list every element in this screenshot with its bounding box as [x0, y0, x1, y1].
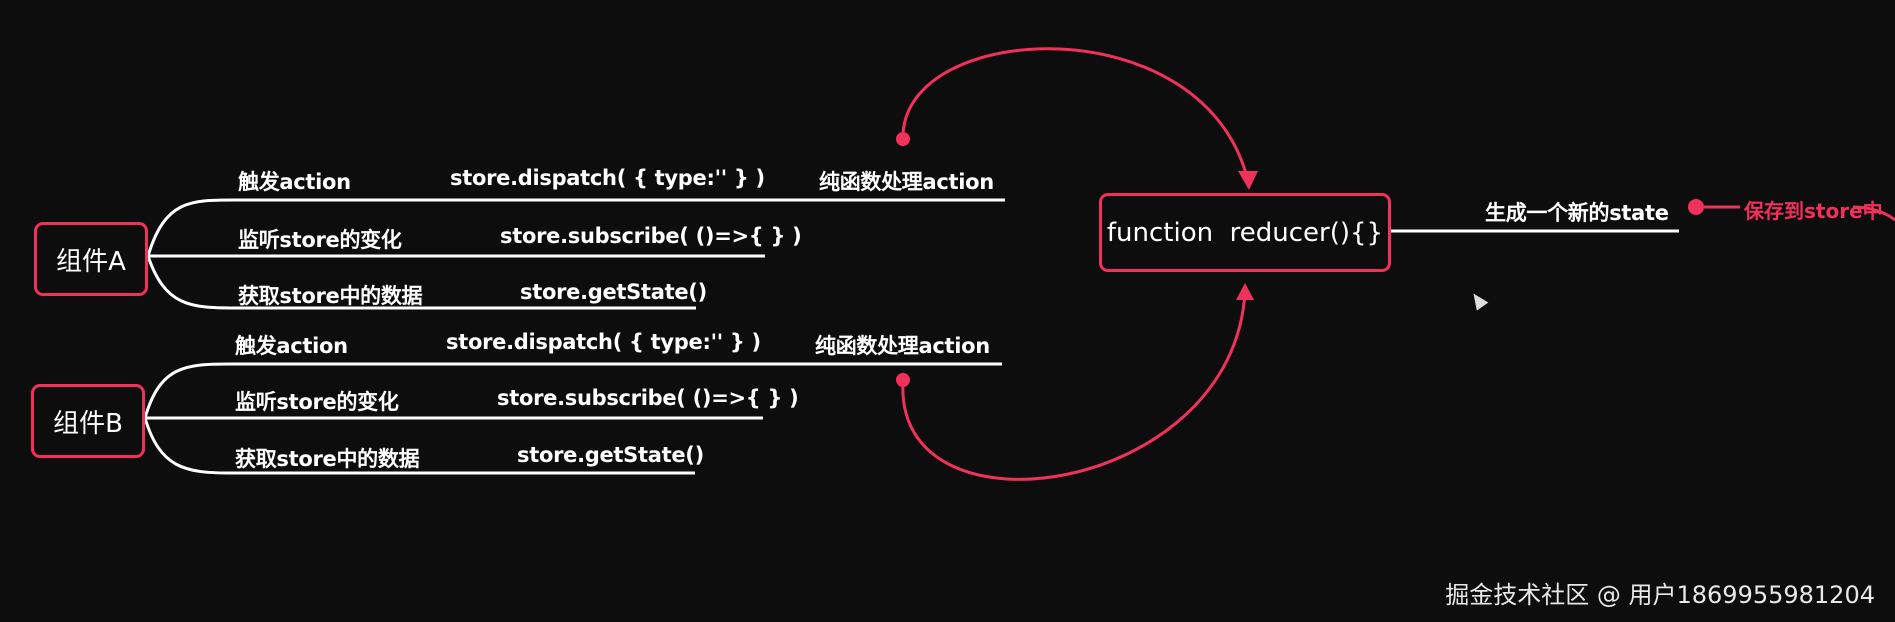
bracket-a	[146, 198, 1005, 310]
curve-top	[901, 47, 1250, 182]
component-a-row3-code: store.getState()	[520, 280, 707, 304]
component-b-label: 组件B	[53, 408, 123, 439]
component-b-row1-code: store.dispatch( { type:'' } )	[446, 330, 761, 354]
bracket-b	[143, 362, 1002, 475]
curve-bottom-dot	[896, 373, 910, 387]
save-label: 保存到store中	[1744, 199, 1883, 223]
component-b-row1-label: 触发action	[235, 334, 348, 358]
curve-top-arrow	[1238, 171, 1258, 190]
curve-bottom	[901, 290, 1247, 481]
watermark: 掘金技术社区 @ 用户1869955981204	[1445, 581, 1875, 609]
component-a-row1-label: 触发action	[238, 170, 351, 194]
curve-bottom-arrow	[1236, 283, 1254, 300]
component-a-box: 组件A	[34, 222, 148, 296]
component-b-row3-code: store.getState()	[517, 443, 704, 467]
component-a-row3-label: 获取store中的数据	[238, 284, 423, 308]
component-b-row1-extra: 纯函数处理action	[815, 334, 990, 358]
save-dot	[1688, 199, 1704, 215]
component-b-row2-code: store.subscribe( ()=>{ } )	[497, 386, 799, 410]
component-b-row2-label: 监听store的变化	[235, 390, 399, 414]
component-a-row2-code: store.subscribe( ()=>{ } )	[500, 224, 802, 248]
reducer-box: function reducer(){}	[1099, 193, 1391, 272]
component-b-row3-label: 获取store中的数据	[235, 447, 420, 471]
component-a-label: 组件A	[56, 246, 126, 277]
component-a-row2-label: 监听store的变化	[238, 228, 402, 252]
component-a-row1-code: store.dispatch( { type:'' } )	[450, 166, 765, 190]
component-b-box: 组件B	[31, 384, 145, 458]
reducer-label: function reducer(){}	[1106, 217, 1384, 248]
save-line	[1704, 205, 1895, 222]
component-a-row1-extra: 纯函数处理action	[819, 170, 994, 194]
output-label: 生成一个新的state	[1485, 201, 1669, 225]
curve-top-dot	[896, 132, 910, 146]
